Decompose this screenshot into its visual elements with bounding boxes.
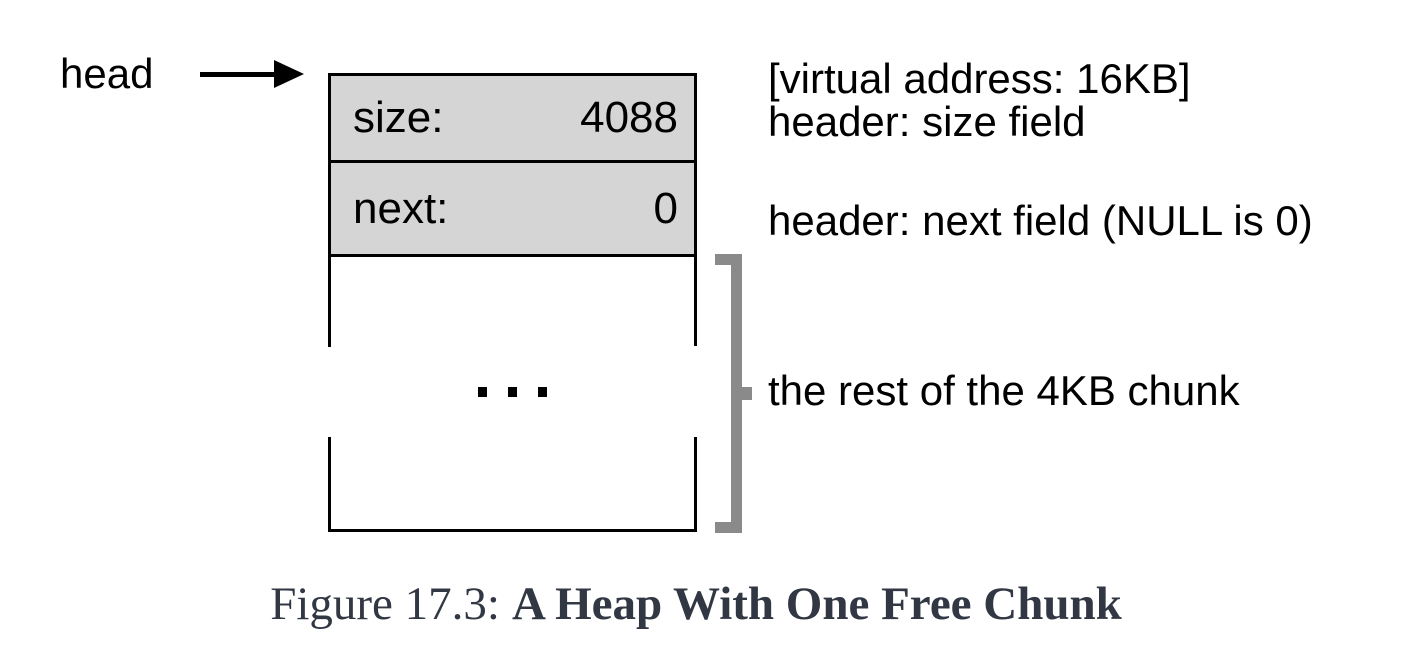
- bracket-bar: [731, 254, 742, 533]
- size-value: 4088: [580, 93, 678, 142]
- border-segment: [328, 257, 331, 347]
- ellipsis-icon: [328, 387, 697, 397]
- bracket-top-cap: [715, 254, 731, 265]
- free-chunk-area: [328, 257, 697, 532]
- arrow-shaft: [200, 72, 278, 77]
- ellipsis-dot: [538, 387, 547, 397]
- bracket-bottom-cap: [715, 522, 731, 533]
- size-label: size:: [353, 93, 444, 142]
- annotation-next-field: header: next field (NULL is 0): [768, 197, 1313, 244]
- border-segment: [328, 437, 331, 529]
- annotation-header-block: [virtual address: 16KB] header: size fie…: [768, 57, 1191, 143]
- figure-caption-number: Figure 17.3:: [270, 578, 500, 630]
- header-row-size: size: 4088: [328, 73, 697, 163]
- border-segment: [694, 257, 697, 346]
- head-arrow-icon: [200, 59, 304, 89]
- ellipsis-dot: [478, 387, 487, 397]
- next-value: 0: [653, 183, 678, 233]
- figure-caption-title: A Heap With One Free Chunk: [511, 578, 1122, 630]
- header-row-next: next: 0: [328, 163, 697, 257]
- arrow-head: [274, 60, 304, 88]
- annotation-size-field: header: size field: [768, 98, 1086, 145]
- chunk-bracket-icon: [715, 254, 755, 533]
- border-segment: [694, 437, 697, 529]
- ellipsis-dot: [508, 387, 517, 397]
- annotation-rest-of-chunk: the rest of the 4KB chunk: [768, 367, 1240, 414]
- heap-chunk-box: size: 4088 next: 0: [328, 73, 697, 532]
- annotation-virtual-address: [virtual address: 16KB]: [768, 55, 1191, 102]
- figure-caption: Figure 17.3:A Heap With One Free Chunk: [0, 577, 1392, 631]
- next-label: next:: [353, 183, 449, 233]
- head-pointer-label: head: [60, 50, 154, 97]
- bracket-middle-tick: [742, 387, 752, 400]
